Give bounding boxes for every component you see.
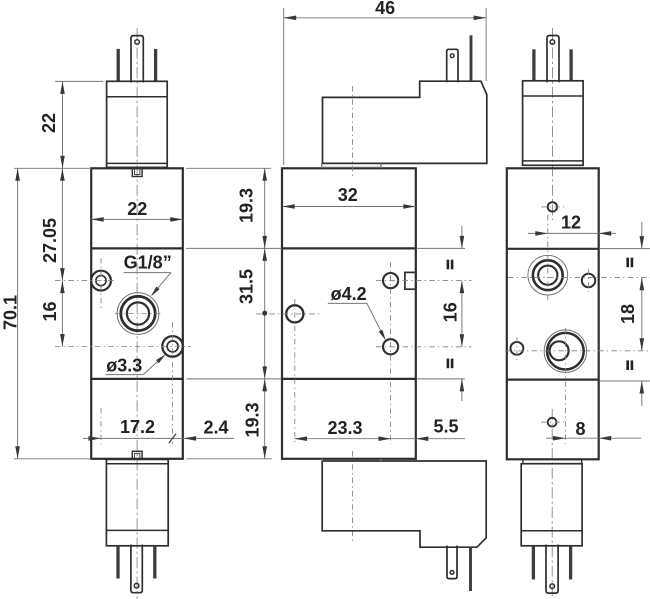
svg-text:16: 16 bbox=[441, 302, 461, 322]
svg-text:8: 8 bbox=[575, 419, 585, 439]
svg-text:46: 46 bbox=[375, 0, 395, 18]
svg-text:27.05: 27.05 bbox=[40, 218, 60, 263]
svg-text:5.5: 5.5 bbox=[433, 417, 458, 437]
svg-text:G1/8”: G1/8” bbox=[124, 253, 172, 273]
svg-text:31.5: 31.5 bbox=[237, 269, 257, 304]
svg-text:22: 22 bbox=[39, 113, 59, 133]
svg-text:70.1: 70.1 bbox=[1, 295, 21, 330]
svg-text:ø3.3: ø3.3 bbox=[106, 356, 142, 376]
svg-text:23.3: 23.3 bbox=[327, 418, 362, 438]
svg-text:2.4: 2.4 bbox=[203, 418, 228, 438]
svg-text:32: 32 bbox=[338, 185, 358, 205]
svg-text:16: 16 bbox=[40, 301, 60, 321]
svg-text:22: 22 bbox=[127, 199, 147, 219]
svg-text:19.3: 19.3 bbox=[237, 188, 257, 223]
svg-text:ø4.2: ø4.2 bbox=[331, 284, 367, 304]
svg-text:17.2: 17.2 bbox=[120, 417, 155, 437]
svg-text:18: 18 bbox=[618, 304, 638, 324]
svg-text:12: 12 bbox=[561, 213, 581, 233]
svg-text:19.3: 19.3 bbox=[243, 402, 263, 437]
